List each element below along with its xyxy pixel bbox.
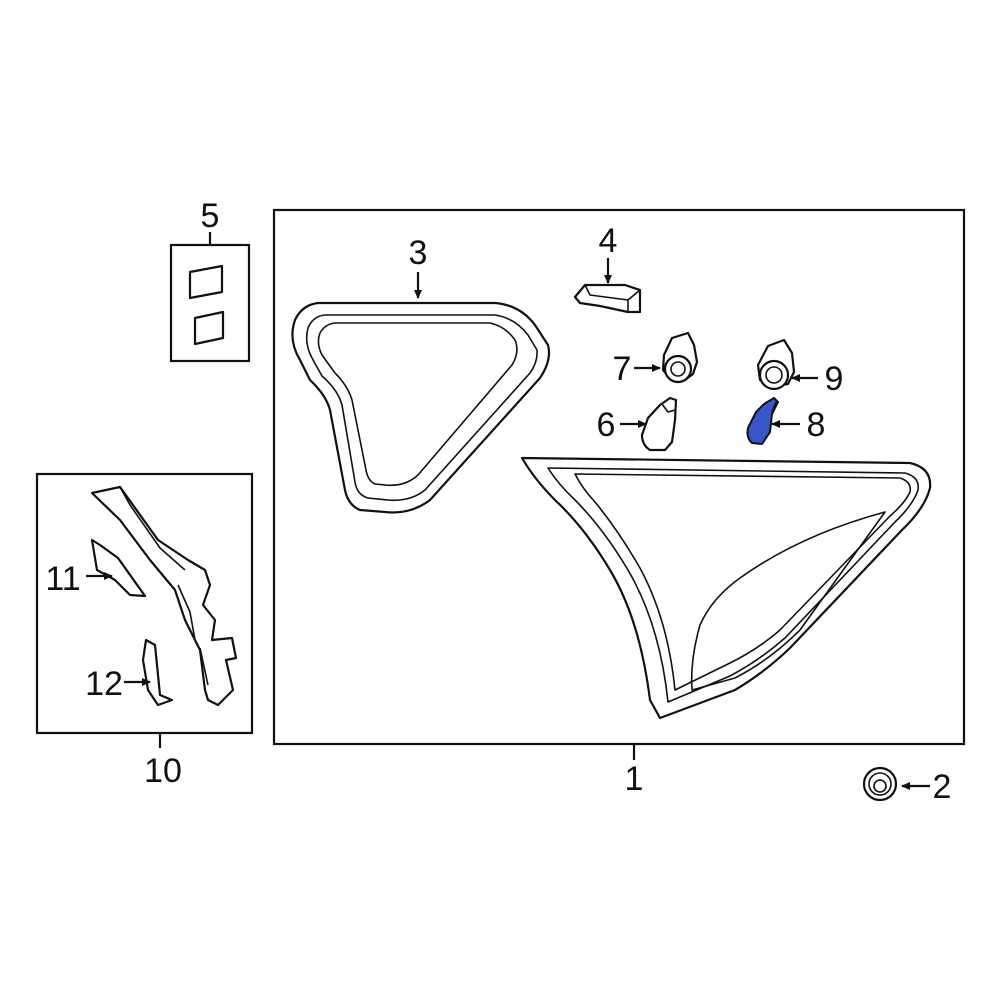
part-1-quarter-glass[interactable]	[520, 456, 932, 720]
callout-11: 11	[45, 560, 80, 598]
callout-3: 3	[409, 234, 428, 272]
part-12-trim-piece[interactable]	[141, 638, 174, 707]
part-6-clip[interactable]	[640, 396, 678, 452]
part-4-bracket[interactable]	[573, 283, 642, 314]
part-8-clip-highlighted[interactable]	[746, 396, 780, 446]
callout-8: 8	[807, 406, 826, 444]
part-10-trim-kit[interactable]	[35, 472, 254, 735]
callout-7: 7	[613, 350, 632, 388]
part-5-kit[interactable]	[169, 243, 251, 363]
callout-12: 12	[85, 665, 123, 703]
part-2-grommet[interactable]	[862, 766, 898, 802]
callout-4: 4	[599, 222, 618, 260]
part-3-glass-seal[interactable]	[291, 301, 551, 514]
part-11-trim-piece[interactable]	[90, 538, 147, 598]
part-7-clip[interactable]	[661, 331, 699, 384]
callout-9: 9	[825, 360, 844, 398]
callout-labels: 1 2 3 4 5 6 7 8 9 10 11 12	[45, 197, 951, 806]
callout-6: 6	[597, 406, 616, 444]
part-9-clip[interactable]	[756, 338, 796, 391]
callout-2: 2	[933, 768, 952, 806]
leader-lines	[86, 232, 930, 790]
callout-1: 1	[625, 760, 644, 798]
callout-5: 5	[201, 197, 220, 235]
callout-10: 10	[144, 752, 182, 790]
